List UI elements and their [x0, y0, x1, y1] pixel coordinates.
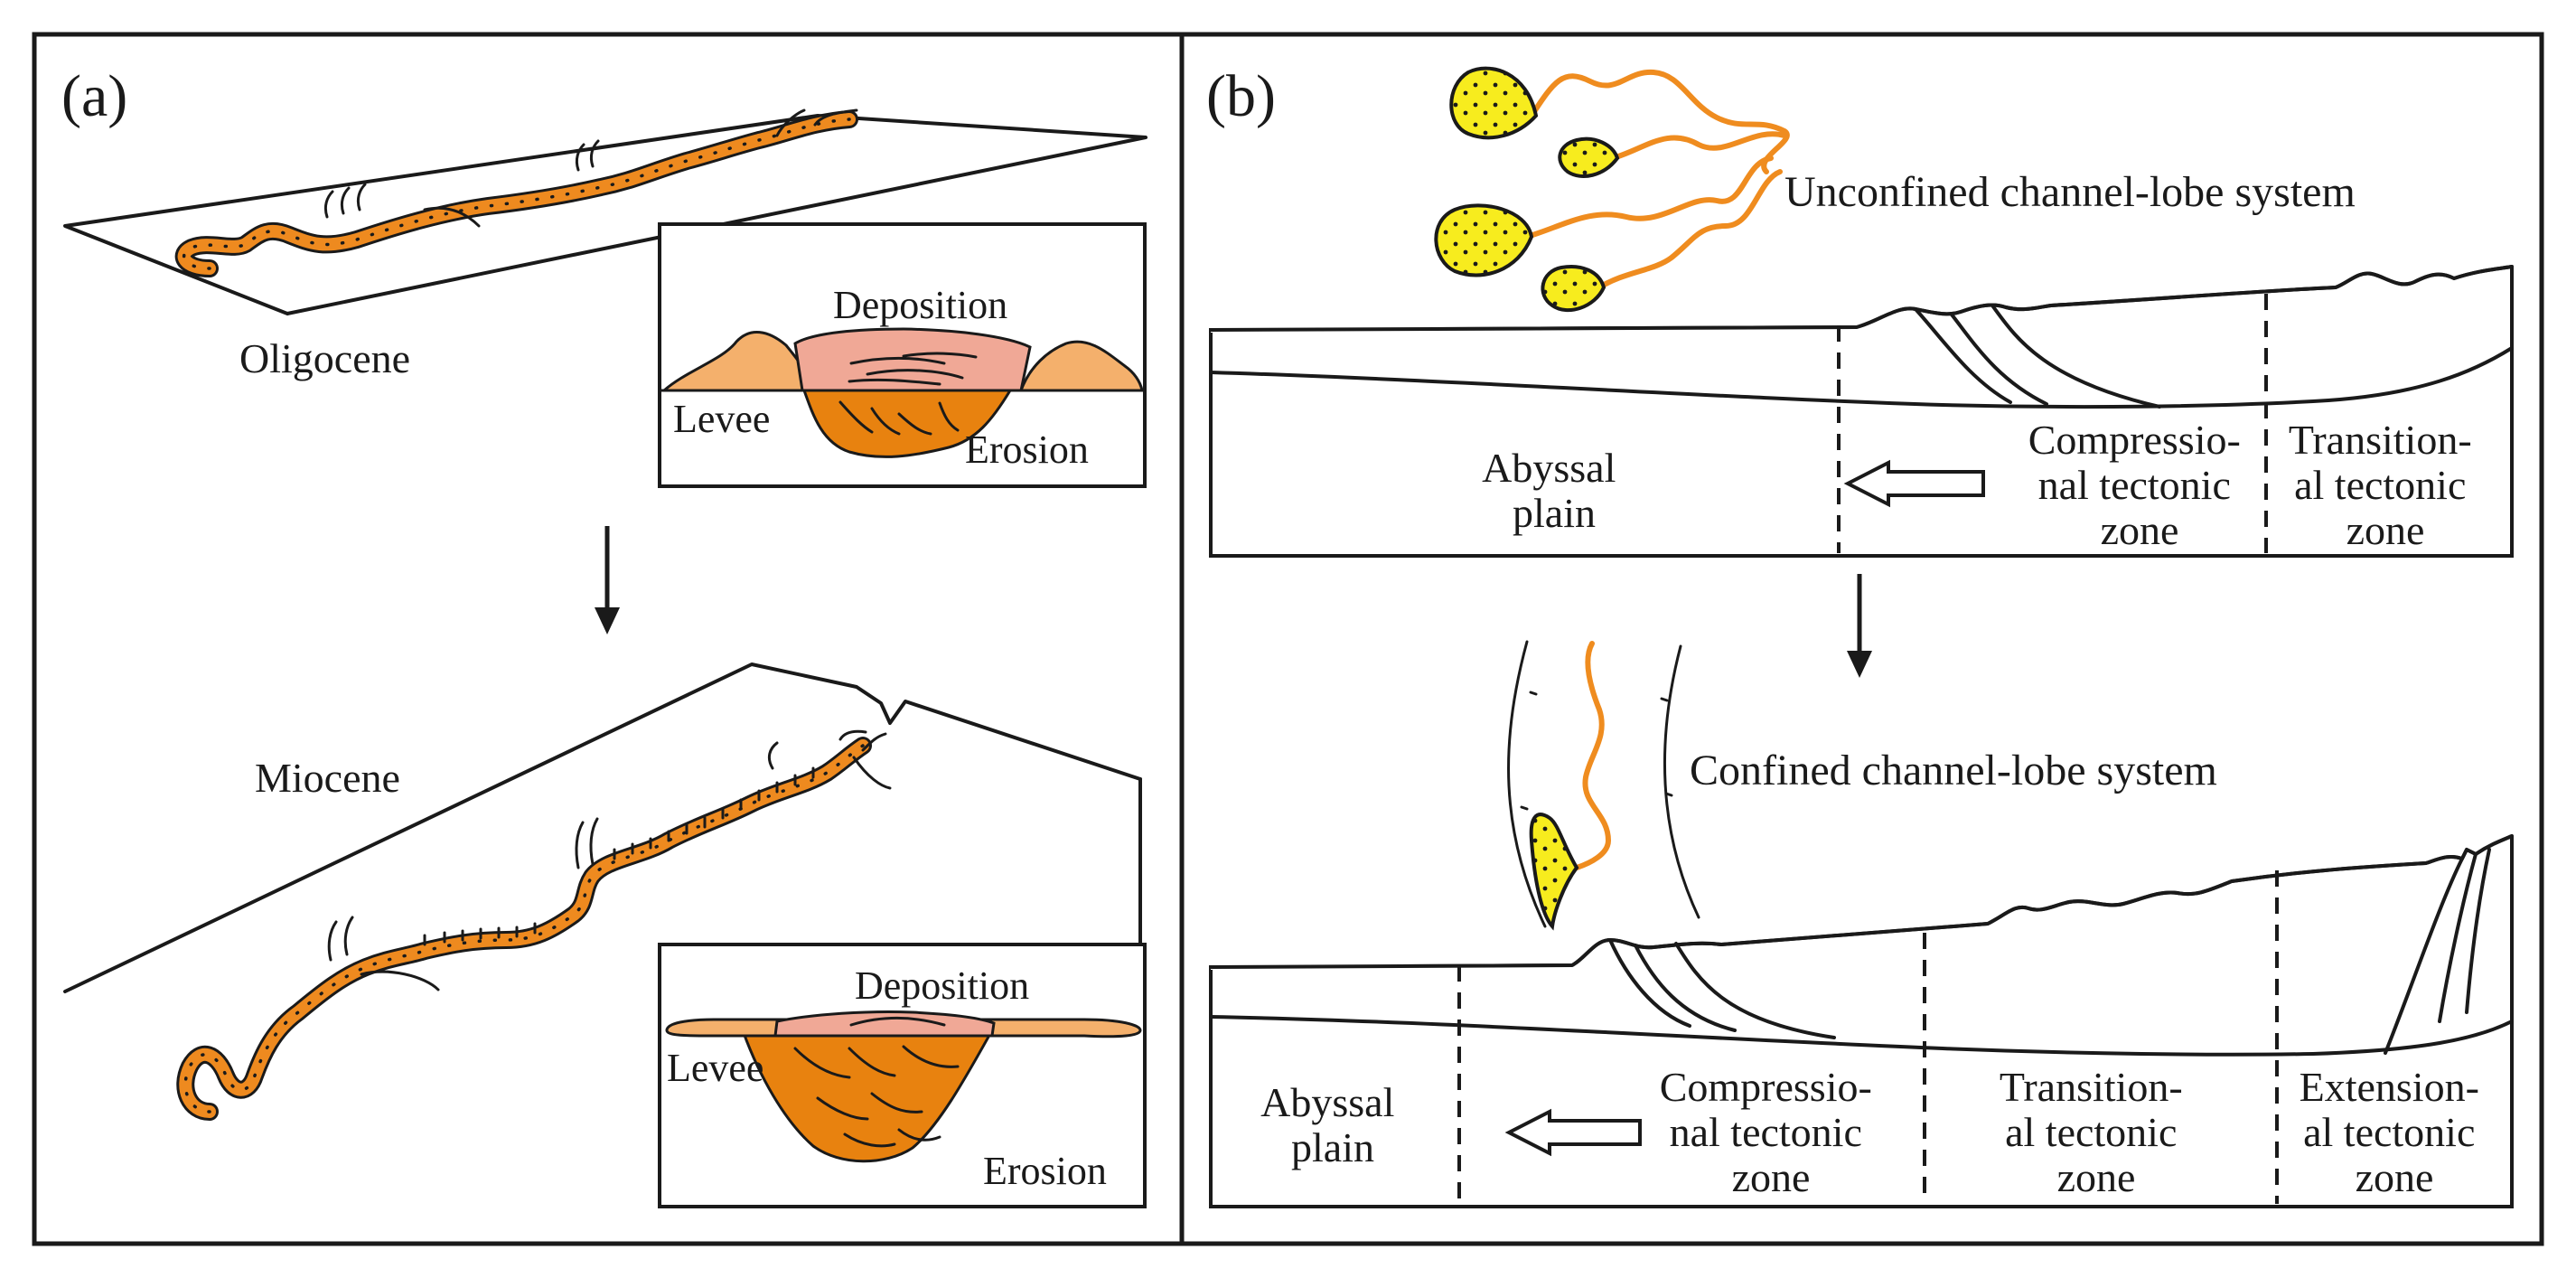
confined-title: Confined channel-lobe system [1690, 747, 2217, 794]
miocene-deposition [773, 1010, 996, 1038]
oligocene-block [63, 108, 1147, 315]
unconfined-lobes [1434, 66, 1790, 313]
unconfined-title: Unconfined channel-lobe system [1784, 168, 2356, 216]
left-arrow-icon-bottom [1504, 1108, 1642, 1157]
confined-section [1209, 834, 2514, 1208]
unconfined-section [1209, 265, 2514, 558]
bottom-transitional-label: Transition- al tectonic zone [2000, 1064, 2193, 1200]
bottom-abyssal-label: Abyssal plain [1260, 1079, 1405, 1170]
oligocene-inset: Deposition Levee Erosion [658, 222, 1147, 488]
confined-lobe [1529, 813, 1579, 931]
lobe-2 [1558, 136, 1620, 178]
top-compressional-label: Compressio- nal tectonic zone [2028, 417, 2252, 553]
oligocene-erosion-label: Erosion [965, 428, 1089, 472]
arrow-down-icon-b [1847, 574, 1872, 678]
oligocene-levee-label: Levee [673, 397, 770, 441]
lobe-4 [1541, 265, 1606, 313]
figure-frame [32, 32, 2544, 1246]
miocene-label: Miocene [255, 755, 400, 801]
oligocene-erosion [801, 389, 1013, 458]
miocene-block [63, 662, 1142, 1121]
left-arrow-icon [1843, 459, 1985, 508]
miocene-deposition-label: Deposition [855, 963, 1029, 1008]
miocene-levee-label: Levee [667, 1046, 763, 1090]
miocene-inset: Deposition Levee Erosion [658, 943, 1147, 1208]
panel-b: (b) Unconfined channel-lobe system Abys [1206, 63, 2514, 1208]
bottom-compressional-label: Compressio- nal tectonic zone [1660, 1064, 1883, 1200]
oligocene-deposition-label: Deposition [833, 283, 1007, 327]
bottom-extensional-label: Extension- al tectonic zone [2300, 1064, 2490, 1200]
confined-channel [1507, 640, 1700, 931]
arrow-down-icon [595, 526, 620, 634]
panel-b-tag: (b) [1206, 63, 1276, 129]
miocene-erosion-label: Erosion [983, 1149, 1107, 1193]
oligocene-label: Oligocene [239, 335, 410, 381]
top-abyssal-label: Abyssal plain [1482, 445, 1626, 536]
lobe-1 [1449, 66, 1539, 140]
lobe-3 [1434, 203, 1534, 277]
oligocene-levee-right [1018, 340, 1144, 392]
top-transitional-label: Transition- al tectonic zone [2289, 417, 2482, 553]
panel-a-tag: (a) [61, 63, 127, 129]
panel-a: (a) Deposition Levee Erosion [61, 63, 1147, 1208]
